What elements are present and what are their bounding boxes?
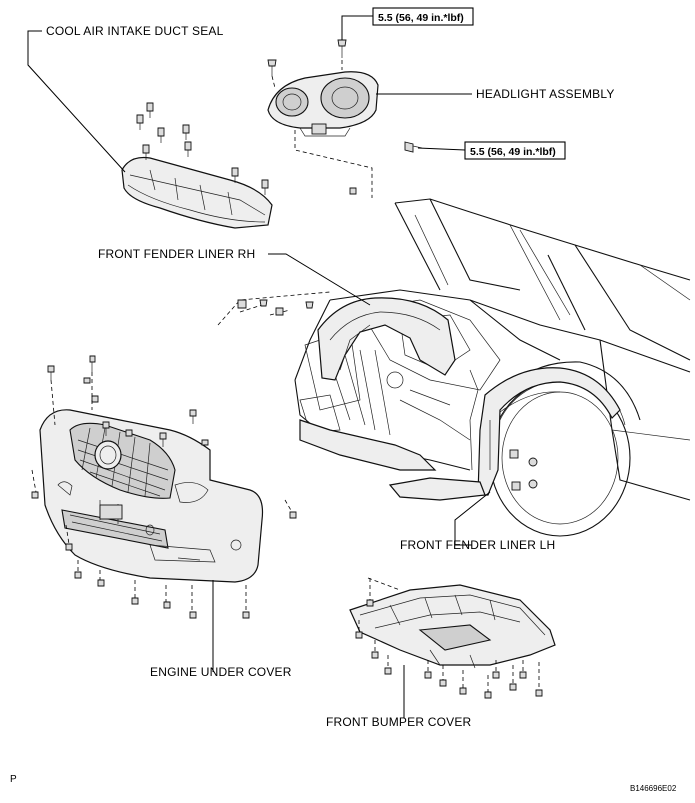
front-fender-liner-lh-part (477, 367, 621, 496)
front-bumper-cover-part (31, 355, 297, 619)
page-letter: P (10, 774, 17, 785)
headlight-bolts (267, 39, 423, 195)
label-front-fender-liner-lh: FRONT FENDER LINER LH (400, 538, 555, 552)
label-front-bumper-cover: FRONT BUMPER COVER (326, 715, 472, 729)
figure-code: B146696E02 (630, 784, 677, 793)
label-engine-under-cover: ENGINE UNDER COVER (150, 665, 292, 679)
torque-spec-top: 5.5 (56, 49 in.*lbf) (372, 7, 474, 26)
torque-spec-side-text: 5.5 (56, 49 in.*lbf) (470, 146, 556, 158)
duct-seal-clips (136, 102, 269, 195)
cool-air-intake-duct-seal-part (121, 102, 273, 229)
vehicle-body (294, 198, 691, 537)
fender-liner-rh-fasteners (237, 299, 314, 316)
bumper-fasteners (31, 355, 297, 619)
engine-under-cover-part (349, 577, 556, 699)
label-headlight-assembly: HEADLIGHT ASSEMBLY (476, 87, 615, 101)
torque-spec-side: 5.5 (56, 49 in.*lbf) (464, 141, 566, 160)
leader-lines (27, 15, 491, 718)
label-cool-air-intake-duct-seal: COOL AIR INTAKE DUCT SEAL (46, 24, 224, 38)
torque-spec-top-text: 5.5 (56, 49 in.*lbf) (378, 12, 464, 24)
label-front-fender-liner-rh: FRONT FENDER LINER RH (98, 247, 255, 261)
headlight-assembly-part (267, 39, 423, 195)
front-fender-liner-rh-part (317, 297, 456, 381)
under-cover-bolts (355, 599, 543, 699)
